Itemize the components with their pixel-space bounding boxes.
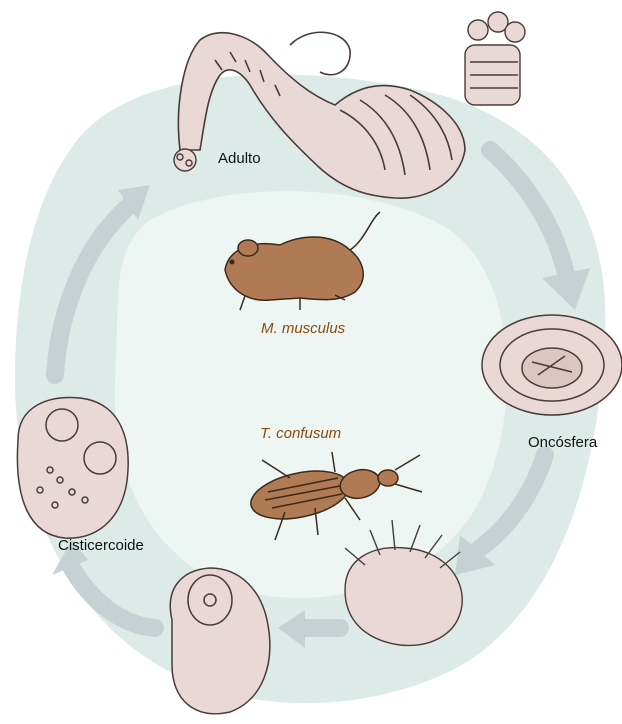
scolex-icon [174, 149, 196, 171]
oncosphere-stage-label: Oncósfera [528, 434, 597, 451]
cysticercoid-stage-label: Cisticercoide [58, 537, 144, 554]
adult-stage-label: Adulto [218, 150, 261, 167]
intermediate-host-label: T. confusum [260, 425, 341, 442]
cysticercoid-icon [17, 397, 128, 538]
definitive-host-label: M. musculus [261, 320, 345, 337]
egg-icon [465, 12, 525, 105]
oncosphere-icon [482, 315, 622, 415]
